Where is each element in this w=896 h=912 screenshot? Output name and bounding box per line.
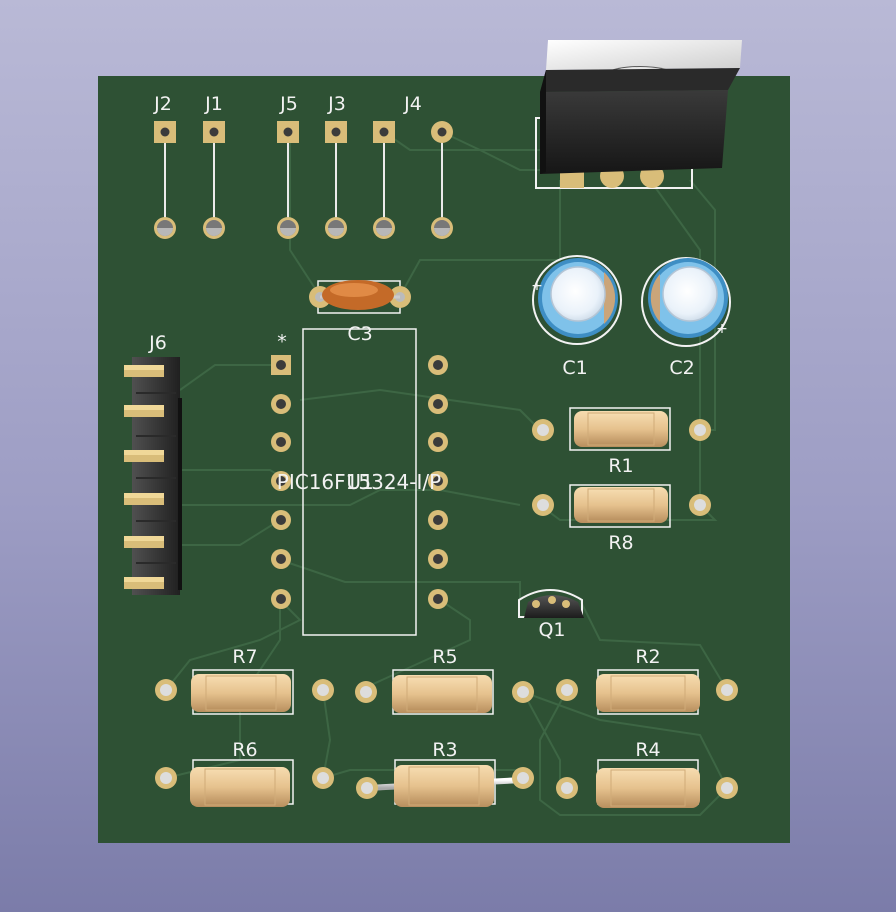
label-r5: R5 [432,646,457,668]
ic-pads-right [428,355,448,609]
label-j1: J1 [204,93,223,115]
pin-header-icon [124,365,164,589]
label-r7: R7 [232,646,257,668]
electrolytic-capacitor-c2: + C2 [641,257,731,379]
resistor-r4: R4 [556,739,738,808]
label-r4: R4 [635,739,660,761]
label-c3: C3 [347,323,372,345]
resistor-r6: R6 [155,739,334,807]
label-r3: R3 [432,739,457,761]
dip14-ic-u1: * PIC16F15324-I/P U1 [271,328,448,636]
label-j6: J6 [148,332,167,354]
label-u1-value: PIC16F15324-I/P [277,470,441,494]
label-q1: Q1 [538,619,565,641]
header-j3: J3 [325,93,347,239]
resistor-r1: R1 [532,407,711,477]
resistor-r8: R8 [532,484,711,554]
ic-pads-left [271,394,291,609]
resistor-r3: R3 [356,739,534,807]
label-r2: R2 [635,646,660,668]
header-j1: J1 [203,93,225,239]
label-r8: R8 [608,532,633,554]
copper-traces [165,131,728,816]
label-j3: J3 [327,93,346,115]
c1-polarity-plus: + [531,278,543,294]
pcb-substrate [98,76,790,843]
label-j4: J4 [403,93,422,115]
resistor-r2: R2 [556,646,738,715]
label-r1: R1 [608,455,633,477]
label-j5: J5 [279,93,298,115]
label-c1: C1 [562,357,587,379]
pin-header-j6: J6 [124,332,182,595]
label-r6: R6 [232,739,257,761]
c2-polarity-plus: + [716,321,728,337]
label-u1-ref: U1 [346,470,373,494]
to220-regulator-icon [535,40,742,189]
header-j5: J5 [277,93,299,239]
label-c2: C2 [669,357,694,379]
label-j2: J2 [153,93,172,115]
pin1-marker: * [277,331,287,353]
to92-transistor-icon: Q1 [518,589,584,641]
resistor-r5: R5 [355,646,534,715]
header-j2: J2 [153,93,176,239]
header-j4: J4 [373,93,453,239]
resistor-r7: R7 [155,646,334,715]
electrolytic-capacitor-c1: + C1 [531,255,622,379]
